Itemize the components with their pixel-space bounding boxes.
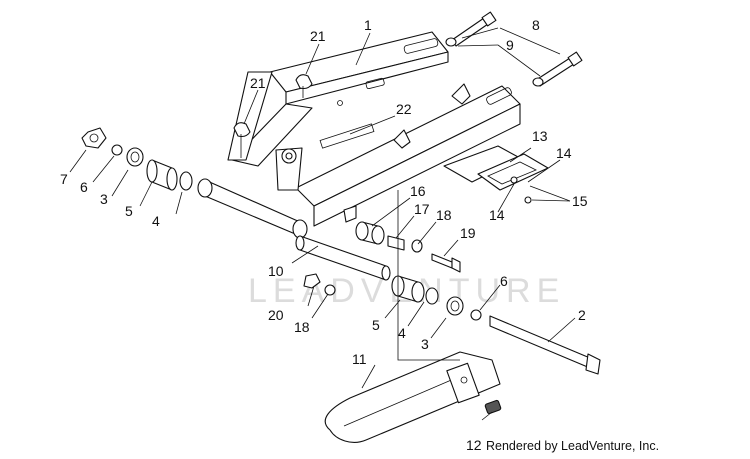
callout-21-upper: 21 — [310, 28, 326, 44]
callout-7: 7 — [60, 171, 68, 187]
callout-8: 8 — [532, 17, 540, 33]
callout-10: 10 — [268, 263, 284, 279]
callout-21-lower: 21 — [250, 75, 266, 91]
callout-3-left: 3 — [100, 191, 108, 207]
cable-clip-upper — [295, 74, 313, 98]
leader-lines — [69, 27, 576, 421]
chain-guard — [324, 351, 501, 443]
swingarm — [197, 31, 521, 239]
callout-3-right: 3 — [421, 336, 429, 352]
render-credit: Rendered by LeadVenture, Inc. — [486, 439, 659, 453]
callout-1: 1 — [364, 17, 372, 33]
callout-6-right: 6 — [500, 273, 508, 289]
pivot-stack-lower — [391, 275, 482, 321]
callout-4-right: 4 — [398, 325, 406, 341]
callout-22: 22 — [396, 101, 412, 117]
callout-4-left: 4 — [152, 213, 160, 229]
cable-clip-lower — [233, 122, 251, 158]
callout-17: 17 — [414, 201, 430, 217]
brake-bracket — [443, 145, 549, 204]
callout-11: 11 — [352, 351, 367, 367]
callout-5-left: 5 — [125, 203, 133, 219]
callout-6-left: 6 — [80, 179, 88, 195]
long-pivot-bolt — [489, 315, 601, 375]
callout-13: 13 — [532, 128, 548, 144]
callout-16: 16 — [410, 183, 426, 199]
callout-5-right: 5 — [372, 317, 380, 333]
callout-14-lower: 14 — [489, 207, 505, 223]
guard-pad — [484, 399, 502, 415]
pivot-stack-right — [355, 221, 461, 273]
nut-and-washer-lower — [303, 273, 336, 296]
callout-9: 9 — [506, 37, 514, 53]
axle-rod — [295, 235, 391, 281]
callout-18-lower: 18 — [294, 319, 310, 335]
callout-18-upper: 18 — [436, 207, 452, 223]
pivot-stack-left — [81, 127, 193, 191]
callout-15: 15 — [572, 193, 588, 209]
callout-2: 2 — [578, 307, 586, 323]
callout-20: 20 — [268, 307, 284, 323]
bolt-lower — [532, 51, 583, 87]
callout-12: 12 — [466, 437, 482, 453]
callout-19: 19 — [460, 225, 476, 241]
callout-14-upper: 14 — [556, 145, 572, 161]
bolt-upper — [445, 11, 497, 47]
